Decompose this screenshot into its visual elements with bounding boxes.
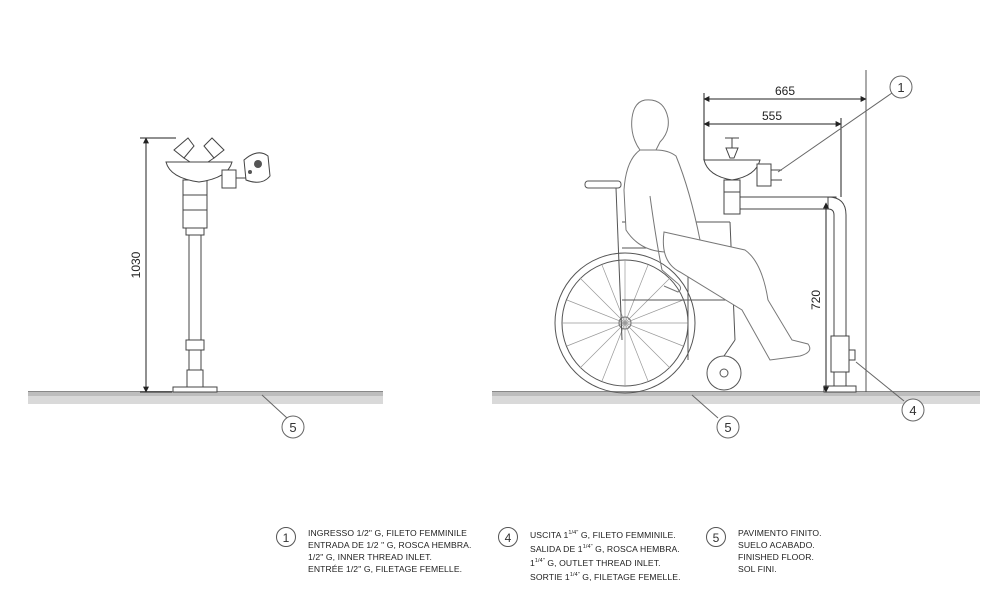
dim-height-pedestal: 1030 [129, 251, 143, 278]
floor-left [28, 392, 383, 396]
legend-1-line-en: 1/2" G, INNER THREAD INLET. [308, 552, 433, 562]
callout-outlet [855, 361, 925, 422]
legend-4-line-fr: SORTIE 11/4" G, FILETAGE FEMELLE. [530, 572, 681, 582]
callout-floor-left [261, 394, 305, 439]
legend-item-4: 4 USCITA 11/4" G, FILETO FEMMINILE. SALI… [498, 527, 681, 583]
person-figure [623, 99, 811, 361]
dim-width-bowl: 555 [762, 109, 782, 123]
accessible-eyewash-view [492, 70, 980, 404]
legend-1-line-fr: ENTRÉE 1/2" G, FILETAGE FEMELLE. [308, 564, 463, 574]
legend-badge-1: 1 [276, 527, 296, 547]
legend-text-4: USCITA 11/4" G, FILETO FEMMINILE. SALIDA… [530, 527, 681, 583]
floor-right [492, 392, 980, 396]
callout-floor-right [691, 394, 740, 439]
legend-5-line-fr: SOL FINI. [738, 564, 777, 574]
pedestal-eyewash-view [28, 137, 383, 404]
legend-4-line-en: 11/4" G, OUTLET THREAD INLET. [530, 558, 661, 568]
legend-badge-4: 4 [498, 527, 518, 547]
legend-badge-5: 5 [706, 527, 726, 547]
legend-5-line-it: PAVIMENTO FINITO. [738, 528, 822, 538]
callout-number-4: 4 [909, 403, 916, 418]
callout-number-1: 1 [897, 80, 904, 95]
legend-4-line-it: USCITA 11/4" G, FILETO FEMMINILE. [530, 530, 676, 540]
legend-text-1: INGRESSO 1/2" G, FILETO FEMMINILE ENTRAD… [308, 527, 471, 575]
dim-height-pipe: 720 [809, 290, 823, 310]
dim-width-overall: 665 [775, 84, 795, 98]
legend-text-5: PAVIMENTO FINITO. SUELO ACABADO. FINISHE… [738, 527, 822, 575]
legend-5-line-en: FINISHED FLOOR. [738, 552, 814, 562]
legend-1-line-it: INGRESSO 1/2" G, FILETO FEMMINILE [308, 528, 468, 538]
legend-item-5: 5 PAVIMENTO FINITO. SUELO ACABADO. FINIS… [706, 527, 822, 575]
legend-1-line-es: ENTRADA DE 1/2 " G, ROSCA HEMBRA. [308, 540, 472, 550]
legend-item-1: 1 INGRESSO 1/2" G, FILETO FEMMINILE ENTR… [276, 527, 471, 575]
legend-4-line-es: SALIDA DE 11/4" G, ROSCA HEMBRA. [530, 544, 680, 554]
callout-number-5-left: 5 [289, 420, 296, 435]
callout-number-5-right: 5 [724, 420, 731, 435]
callout-inlet [777, 75, 913, 173]
legend-5-line-es: SUELO ACABADO. [738, 540, 815, 550]
